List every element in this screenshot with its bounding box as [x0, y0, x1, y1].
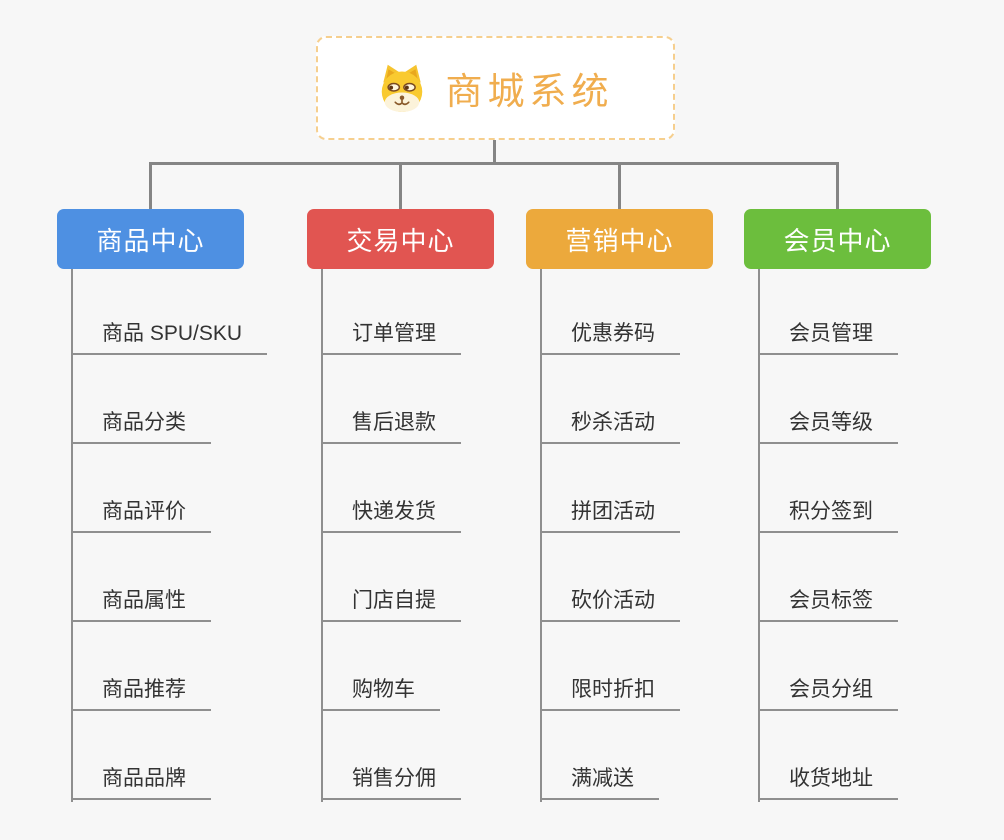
branch-label: 会员中心	[783, 225, 892, 256]
branch-item[interactable]: 会员标签	[758, 584, 898, 622]
branch-label: 交易中心	[346, 225, 455, 256]
branch-item[interactable]: 商品属性	[71, 584, 211, 622]
branch-trunk-line	[71, 269, 73, 802]
branch-item[interactable]: 商品分类	[71, 406, 211, 444]
branch-column-4: 会员中心 会员管理会员等级积分签到会员标签会员分组收货地址	[744, 162, 996, 809]
branch-header[interactable]: 会员中心	[744, 209, 931, 269]
branch-item[interactable]: 售后退款	[321, 406, 461, 444]
branch-item[interactable]: 秒杀活动	[540, 406, 680, 444]
branch-drop-line	[149, 162, 152, 209]
branch-item[interactable]: 商品 SPU/SKU	[71, 317, 268, 355]
branch-item[interactable]: 商品品牌	[71, 762, 211, 800]
branch-trunk-line	[758, 269, 760, 802]
branch-item[interactable]: 快递发货	[321, 495, 461, 533]
branch-drop-line	[618, 162, 621, 209]
branch-item[interactable]: 购物车	[321, 673, 440, 711]
branch-item[interactable]: 会员分组	[758, 673, 898, 711]
branch-trunk-line	[540, 269, 542, 802]
branch-column-3: 营销中心 优惠券码秒杀活动拼团活动砍价活动限时折扣满减送	[526, 162, 778, 809]
branch-drop-line	[399, 162, 402, 209]
branch-item[interactable]: 积分签到	[758, 495, 898, 533]
branch-trunk-line	[321, 269, 323, 802]
branch-drop-line	[836, 162, 839, 209]
branch-item[interactable]: 订单管理	[321, 317, 461, 355]
root-title: 商城系统	[445, 71, 614, 112]
branch-item[interactable]: 限时折扣	[540, 673, 680, 711]
branch-item[interactable]: 拼团活动	[540, 495, 680, 533]
branch-header[interactable]: 交易中心	[307, 209, 494, 269]
branch-item[interactable]: 优惠券码	[540, 317, 680, 355]
branch-item[interactable]: 商品推荐	[71, 673, 211, 711]
root-node[interactable]: 商城系统	[316, 36, 675, 140]
branch-item[interactable]: 砍价活动	[540, 584, 680, 622]
branch-header[interactable]: 营销中心	[526, 209, 713, 269]
branch-header[interactable]: 商品中心	[57, 209, 244, 269]
branch-item[interactable]: 门店自提	[321, 584, 461, 622]
branch-column-2: 交易中心 订单管理售后退款快递发货门店自提购物车销售分佣	[307, 162, 559, 809]
root-connector-line	[493, 140, 496, 165]
branch-label: 商品中心	[96, 225, 205, 256]
branch-item[interactable]: 会员等级	[758, 406, 898, 444]
dog-face-icon	[378, 62, 426, 114]
branch-column-1: 商品中心 商品 SPU/SKU 商品分类商品评价商品属性商品推荐商品品牌	[57, 162, 309, 809]
branch-label: 营销中心	[565, 225, 674, 256]
branch-item[interactable]: 收货地址	[758, 762, 898, 800]
branch-item[interactable]: 满减送	[540, 762, 659, 800]
branch-item[interactable]: 会员管理	[758, 317, 898, 355]
branch-item[interactable]: 商品评价	[71, 495, 211, 533]
branch-item[interactable]: 销售分佣	[321, 762, 461, 800]
branch-connector-hline	[149, 162, 839, 165]
